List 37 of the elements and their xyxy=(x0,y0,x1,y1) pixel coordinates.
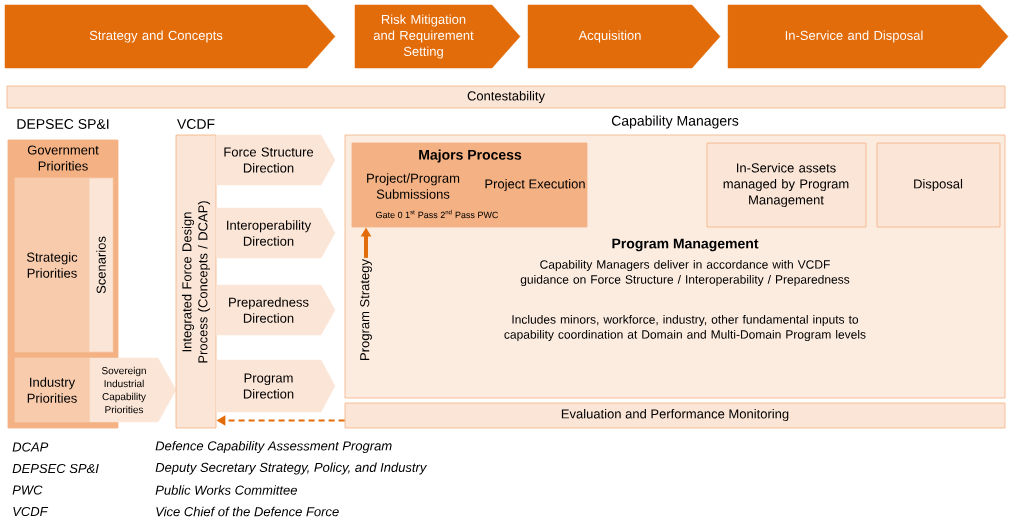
description: Capability Managers deliver in accordance with VCDF guidance on Force Structure / Interoperability / Preparedness xyxy=(520,259,850,287)
stage-box: Disposal xyxy=(876,142,1001,228)
direction-pentagon: Interoperability Direction xyxy=(215,207,336,259)
priorities-box: Strategic Priorities xyxy=(14,177,90,353)
stage-label: Project Execution xyxy=(485,178,585,192)
monitoring-bar: Evaluation and Performance Monitoring xyxy=(344,402,1006,429)
description: Includes minors, workforce, industry, other fundamental inputs to capability coordination at Domain and Multi-Domain Program levels xyxy=(504,314,866,342)
panel-heading: Government Priorities xyxy=(27,145,99,171)
box-heading: Majors Process xyxy=(419,149,522,163)
scenarios-strip: Scenarios xyxy=(88,177,114,353)
glossary-text: Vice Chief of the Defence Force xyxy=(156,506,339,517)
panel-heading: Program Management xyxy=(612,238,759,252)
direction-pentagon: Program Direction xyxy=(215,359,336,413)
glossary-text: Public Works Committee xyxy=(155,485,297,495)
phase-banner: In-Service and Disposal xyxy=(727,4,1009,69)
glossary-text: DEPSEC SP&I xyxy=(12,463,99,474)
glossary-text: PWC xyxy=(12,485,43,495)
gate-labels: Gate 0 1$^{st}$ Pass 2$^{nd}$ Pass PWC xyxy=(376,209,499,219)
glossary-text: Defence Capability Assessment Program xyxy=(155,440,392,454)
glossary-text: Deputy Secretary Strategy, Policy, and Industry xyxy=(155,462,427,475)
input-pentagon: Sovereign Industrial Capability Priorities xyxy=(89,357,177,423)
stage-box: In-Service assets managed by Program Management xyxy=(706,142,867,228)
group-heading: DEPSEC SP&I xyxy=(17,119,109,129)
direction-pentagon: Preparedness Direction xyxy=(215,284,336,336)
process-label: Integrated Force Design Process (Concepts / DCAP) xyxy=(181,201,211,363)
direction-pentagon: Force Structure Direction xyxy=(215,134,336,186)
rotated-label: Program Strategy xyxy=(360,259,372,360)
glossary-text: DCAP xyxy=(12,442,49,452)
group-heading: VCDF xyxy=(177,119,215,129)
phase-banner: Acquisition xyxy=(527,4,721,69)
phase-banner: Risk Mitigation and Requirement Setting xyxy=(354,4,521,69)
priorities-box: Industry Priorities xyxy=(14,357,91,423)
glossary-text: VCDF xyxy=(13,506,49,517)
group-heading: Capability Managers xyxy=(611,115,739,129)
stage-label: Project/Program Submissions xyxy=(367,173,460,199)
contestability-bar: Contestability xyxy=(6,85,1006,109)
phase-banner: Strategy and Concepts xyxy=(4,4,336,69)
